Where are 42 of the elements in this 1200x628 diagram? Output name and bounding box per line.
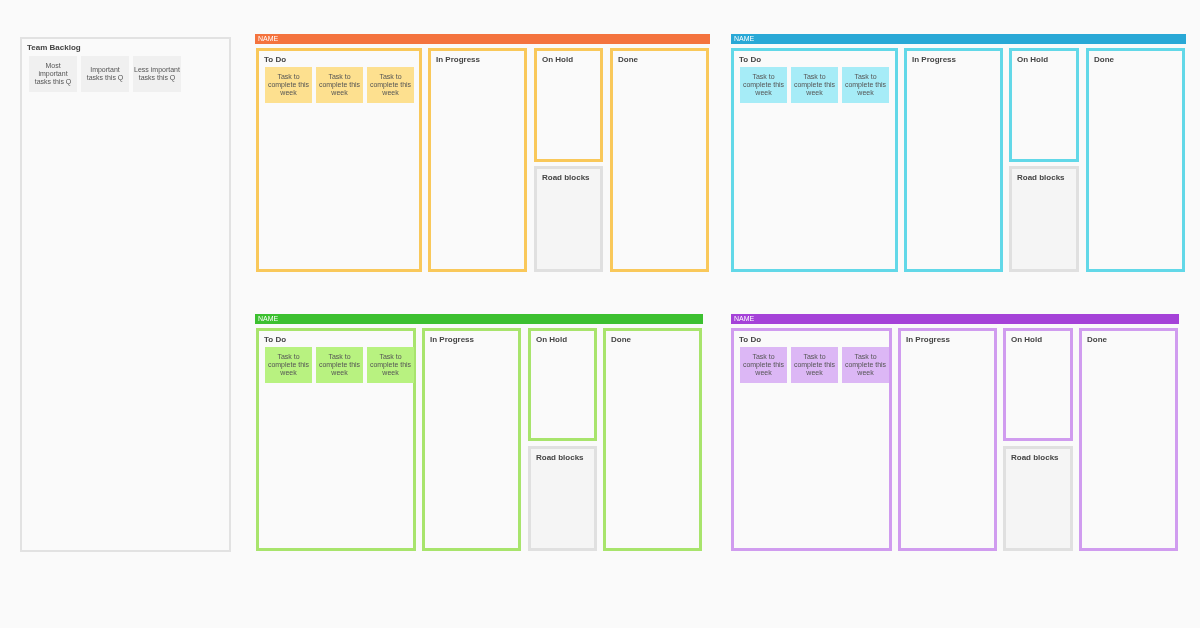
column-heading: Road blocks (542, 173, 590, 182)
column-heading: On Hold (542, 55, 574, 64)
kanban-column (256, 48, 422, 272)
column-heading: To Do (739, 55, 762, 64)
kanban-column (1009, 48, 1079, 162)
column-heading: In Progress (430, 335, 474, 344)
column-heading: Done (611, 335, 631, 344)
kanban-column (534, 48, 603, 162)
kanban-column (1079, 328, 1178, 551)
kanban-column (1003, 446, 1073, 551)
column-heading: Done (1094, 55, 1114, 64)
kanban-column (1086, 48, 1185, 272)
column-heading: In Progress (912, 55, 956, 64)
column-heading: In Progress (906, 335, 950, 344)
column-heading: Done (1087, 335, 1107, 344)
column-heading: On Hold (1011, 335, 1043, 344)
kanban-column (528, 328, 597, 441)
kanban-column (731, 328, 892, 551)
kanban-column (528, 446, 597, 551)
column-heading: Road blocks (1011, 453, 1059, 462)
kanban-column (1003, 328, 1073, 441)
kanban-column (422, 328, 521, 551)
column-heading: Road blocks (1017, 173, 1065, 182)
column-heading: Team Backlog (27, 43, 81, 52)
column-heading: In Progress (436, 55, 480, 64)
column-heading: To Do (264, 335, 287, 344)
column-heading: On Hold (536, 335, 568, 344)
kanban-column (904, 48, 1003, 272)
kanban-column (256, 328, 416, 551)
kanban-column (428, 48, 527, 272)
kanban-column (603, 328, 702, 551)
backlog-panel (20, 37, 231, 552)
kanban-column (731, 48, 898, 272)
kanban-column (1009, 166, 1079, 272)
column-heading: Done (618, 55, 638, 64)
kanban-column (898, 328, 997, 551)
kanban-column (610, 48, 709, 272)
column-heading: To Do (264, 55, 287, 64)
column-heading: Road blocks (536, 453, 584, 462)
column-heading: On Hold (1017, 55, 1049, 64)
column-heading: To Do (739, 335, 762, 344)
kanban-column (534, 166, 603, 272)
